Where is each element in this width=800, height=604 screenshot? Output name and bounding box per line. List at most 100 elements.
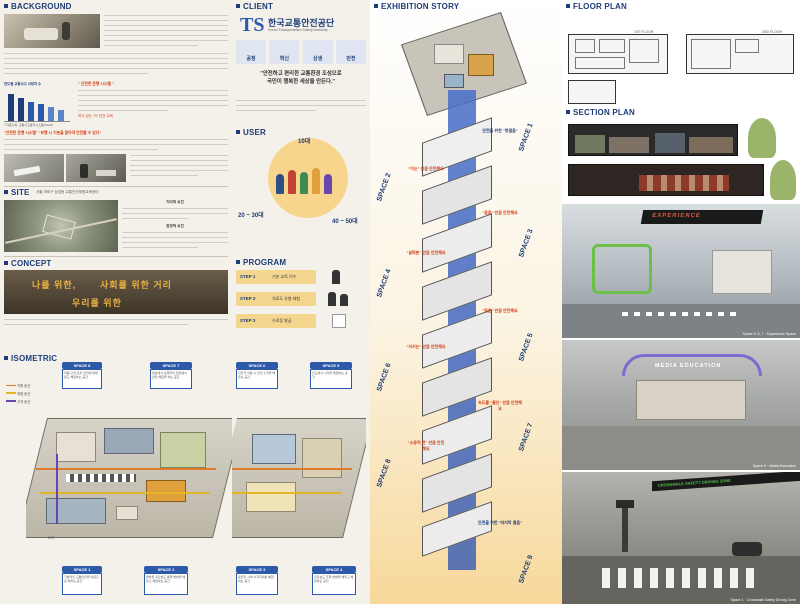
- legend-item: 직원 동선: [6, 384, 56, 389]
- client-title: CLIENT: [236, 2, 273, 11]
- story-space-8: SPACE 8: [376, 458, 393, 489]
- story-label-3: "움움" 만큼 안전해요: [482, 210, 518, 215]
- body-tail: 하고 있는 TS 안전 교육: [78, 114, 114, 118]
- story-space-2: SPACE 2: [376, 172, 393, 203]
- user-figures: [272, 168, 344, 196]
- site-info-title-1: 지리적 요건: [166, 200, 184, 204]
- iso-space-1: SPACE 1 기본적인 교통안전을 이론으로 배우는 공간: [62, 566, 102, 595]
- bar: [28, 102, 34, 122]
- crash-photo-2: [66, 154, 126, 182]
- concept-line-1: 나를 위한,: [32, 280, 77, 290]
- user-group-20-30: 20 ~ 30대: [238, 213, 264, 219]
- bar: [58, 110, 64, 122]
- story-label-6: "지키는" 만큼 안전해요: [406, 344, 446, 349]
- first-floor-label: 1ST FLOOR: [634, 30, 654, 34]
- legend-item: 체험 동선: [6, 392, 56, 397]
- ts-logo: TS: [240, 14, 265, 36]
- story-label-2: "이는" 만큼 안전해요: [408, 166, 444, 171]
- value-innovation: 혁신: [269, 40, 300, 64]
- program-step-2: STEP 2 치료도 유형 체험: [236, 292, 366, 308]
- story-space-3: SPACE 3: [518, 228, 535, 259]
- background-text-3: [4, 138, 228, 152]
- bar: [8, 94, 14, 122]
- user-title: USER: [236, 128, 266, 137]
- second-floor-label: 2ND FLOOR: [762, 30, 783, 34]
- story-label-4: "살펴본" 만큼 안전해요: [406, 250, 446, 255]
- program-step-3: STEP 3 수료증 발급: [236, 314, 366, 330]
- story-label-9: 안전을 위한 "마지막 걸음": [478, 520, 522, 525]
- story-space-5: SPACE 5: [518, 332, 535, 363]
- bar: [38, 104, 44, 122]
- concept-title: CONCEPT: [4, 259, 52, 268]
- isometric-title: ISOMETRIC: [4, 354, 57, 363]
- slogan: "안전한 운행 시스템" "보행 시 기본을 알아야 안전할 수 있다": [4, 131, 102, 135]
- bar: [48, 107, 54, 122]
- background-text-1: [104, 14, 228, 48]
- site-map: [4, 200, 118, 252]
- program-title: PROGRAM: [236, 258, 286, 267]
- concept-text: [4, 318, 228, 328]
- iso-space-2: SPACE 2 올바른 횡단보도 통행 방법을 배우고 체험하는 공간: [144, 566, 188, 595]
- left-panel: BACKGROUND 연도별 교통사고 사망자 수 * 자료출처: 교통사고분석…: [0, 0, 232, 604]
- legend-item: 고객 동선: [6, 400, 56, 405]
- story-space-6: SPACE 6: [376, 362, 393, 393]
- story-label-7: 속도를 "줄인" 만큼 안전해요: [478, 400, 522, 411]
- exhibition-panel: EXHIBITION STORY 안전을 위한 "첫걸음" SPACE 1 "이…: [370, 0, 562, 604]
- tree-illustration-2: [770, 160, 796, 200]
- floor-plan-title: FLOOR PLAN: [566, 2, 627, 11]
- story-label-8: "소중히 한" 만큼 안전해요: [407, 440, 445, 451]
- section-plan-2: [568, 164, 764, 196]
- client-values: 공정 혁신 상생 안전: [236, 40, 366, 66]
- concept-line-2: 사회를 위한 거리: [100, 280, 172, 290]
- section-plan-1: [568, 124, 738, 156]
- client-text: [236, 90, 366, 112]
- story-space-4: SPACE 4: [376, 268, 393, 299]
- user-group-teen: 10대: [298, 139, 311, 145]
- render-1-sign: EXPERIENCE: [651, 213, 702, 219]
- program-steps: STEP 1 기본 교육 이수 STEP 2 치료도 유형 체험 STEP 3 …: [236, 270, 366, 330]
- story-space-1: SPACE 1: [518, 122, 535, 153]
- right-panel: FLOOR PLAN 1ST FLOOR 2ND FLOOR SECTION P…: [562, 0, 800, 604]
- floor-plan-detail: [568, 80, 616, 104]
- quote-1: " 안전한 운행 시스템 ": [78, 82, 114, 86]
- value-coexistence: 상생: [302, 40, 333, 64]
- background-text-2: [4, 52, 228, 78]
- story-space-7: SPACE 7: [518, 422, 535, 453]
- render-media: MEDIA EDUCATION Space 9 · Media Educatio…: [562, 340, 800, 470]
- story-space-9: SPACE 9: [518, 554, 535, 585]
- exhibition-title: EXHIBITION STORY: [374, 2, 459, 11]
- second-floor-plan: [686, 34, 794, 74]
- background-title: BACKGROUND: [4, 2, 72, 11]
- isometric-model: ENT: [26, 408, 232, 546]
- iso-space-8: SPACE 8 직원/고객 모두 안전에 대해 알고 체험하는 공간: [62, 362, 102, 389]
- fatality-chart: 연도별 교통사고 사망자 수 * 자료출처: 교통사고분석시스템(TAAS): [4, 82, 74, 128]
- render-1-caption: Space 5, 6, 7 · Experience Space: [742, 332, 796, 336]
- iso-space-7: SPACE 7 일상에서 보행자의 입장에서 안전 체험을 하는 공간: [150, 362, 192, 389]
- site-info-title-2: 환경적 요건: [166, 224, 184, 228]
- iso-space-4: SPACE 4 횡단보도 주행 방법을 배우고 체험하는 공간: [312, 566, 356, 595]
- render-experience: EXPERIENCE Space 5, 6, 7 · Experience Sp…: [562, 204, 800, 338]
- site-label: 서울 마포구 상암동 교통안전체험교육센터: [36, 190, 99, 194]
- section-plan-title: SECTION PLAN: [566, 108, 635, 117]
- render-2-caption: Space 9 · Media Education: [752, 464, 796, 468]
- concept-line-3: 우리를 위한: [72, 298, 122, 308]
- isometric-model-right: [232, 408, 366, 546]
- program-step-1: STEP 1 기본 교육 이수: [236, 270, 366, 286]
- mission: "안전하고 편리한 교통환경 조성으로 국민이 행복한 세상을 만든다.": [260, 71, 342, 85]
- iso-space-3: SPACE 3 운전자 시야 사각지대를 체험하는 공간: [236, 566, 278, 595]
- user-group-40-50: 40 ~ 50대: [332, 219, 358, 225]
- ent-label: ENT: [48, 536, 55, 540]
- first-floor-plan: [568, 34, 668, 74]
- bar: [18, 98, 24, 122]
- render-3-sign: CROSSWALK SAFETY DRIVING ZONE: [658, 477, 731, 488]
- render-crosswalk: CROSSWALK SAFETY DRIVING ZONE Space 1 · …: [562, 472, 800, 604]
- concept-banner: 나를 위한, 사회를 위한 거리 우리를 위한: [4, 270, 228, 314]
- accident-photo: [4, 14, 100, 48]
- tree-illustration: [748, 118, 776, 158]
- crash-description: [130, 154, 228, 182]
- story-label-1: 안전을 위한 "첫걸음": [482, 128, 518, 133]
- middle-left-panel: CLIENT TS 한국교통안전공단 Korea Transportation …: [232, 0, 370, 604]
- chart-description: " 안전한 운행 시스템 " 하고 있는 TS 안전 교육: [78, 82, 228, 128]
- fatality-chart-title: 연도별 교통사고 사망자 수: [4, 82, 42, 86]
- fatality-chart-note: * 자료출처: 교통사고분석시스템(TAAS): [4, 123, 54, 128]
